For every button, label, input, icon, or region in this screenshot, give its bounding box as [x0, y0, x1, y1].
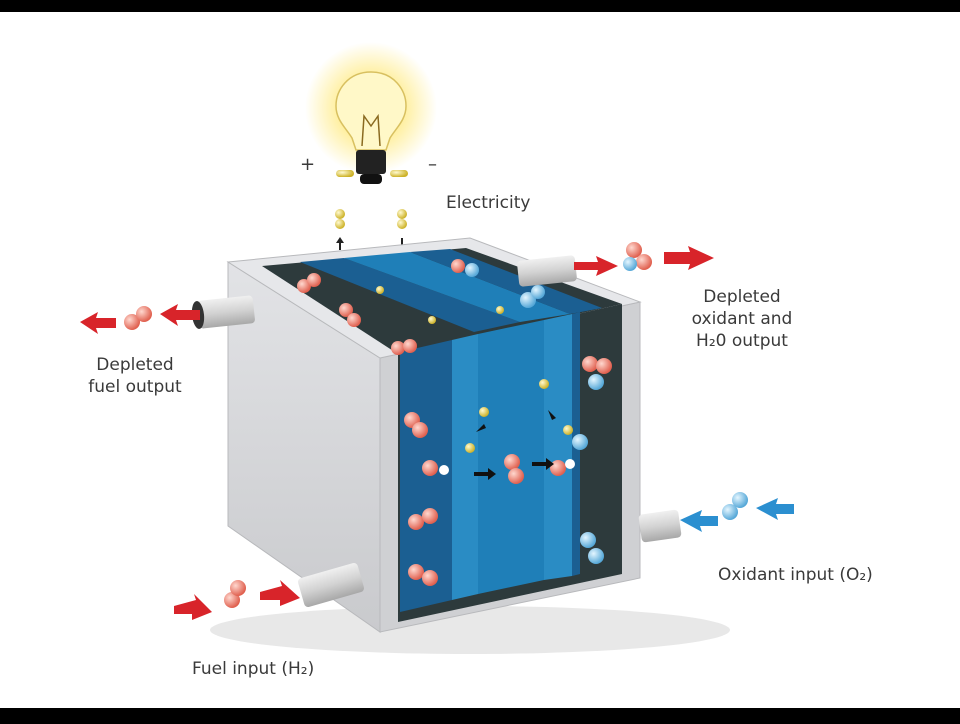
depleted-oxidant-output-label: Depleted oxidant and H₂0 output: [672, 286, 812, 352]
oxidant-input-label: Oxidant input (O₂): [718, 564, 873, 586]
fuel-input-label: Fuel input (H₂): [192, 658, 314, 680]
electricity-label: Electricity: [446, 192, 530, 214]
depleted-fuel-output-label: Depleted fuel output: [64, 354, 206, 398]
pipe-oxidant-input: [638, 509, 682, 542]
negative-terminal-label: –: [428, 154, 437, 176]
positive-terminal-label: +: [300, 154, 315, 176]
